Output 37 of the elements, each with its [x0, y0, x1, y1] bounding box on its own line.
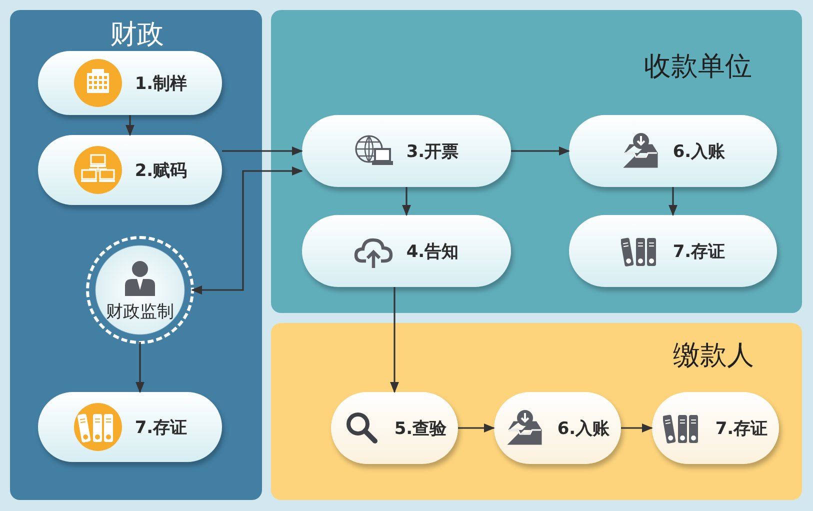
node-label: 6.入账: [557, 418, 610, 440]
arrow: [190, 166, 304, 294]
process-pill: [569, 215, 777, 287]
arrow: [668, 187, 678, 216]
node-label: 7.存证: [715, 418, 768, 440]
node-label: 4.告知: [406, 240, 459, 262]
node-label: 2.赋码: [134, 160, 188, 182]
process-pill: [38, 392, 222, 462]
panel-title: 财政: [110, 18, 164, 52]
panel-title: 收款单位: [644, 50, 752, 84]
node-label: 5.查验: [394, 418, 447, 440]
arrow: [402, 187, 411, 216]
process-pill: [494, 392, 621, 464]
node-label: 财政监制: [106, 300, 174, 322]
process-pill: [38, 51, 222, 115]
arrow: [621, 424, 654, 432]
arrow: [222, 146, 304, 156]
node-label: 7.存证: [672, 240, 726, 262]
arrow: [458, 424, 496, 432]
process-pill: [38, 135, 222, 205]
arrow: [136, 342, 144, 394]
panel: [271, 323, 802, 500]
node-label: 7.存证: [134, 416, 188, 438]
panel: [10, 10, 262, 500]
node-label: 1.制样: [134, 72, 188, 94]
process-pill: [652, 392, 779, 464]
process-pill: [302, 115, 511, 187]
panel: [271, 10, 802, 313]
process-pill: [569, 115, 777, 187]
process-pill: [302, 215, 511, 287]
node-label: 6.入账: [672, 140, 726, 162]
arrow: [126, 115, 134, 136]
node-label: 3.开票: [406, 140, 459, 162]
process-pill: [331, 392, 458, 464]
arrow: [390, 287, 399, 394]
panel-title: 缴款人: [673, 339, 754, 373]
arrow: [511, 146, 570, 156]
